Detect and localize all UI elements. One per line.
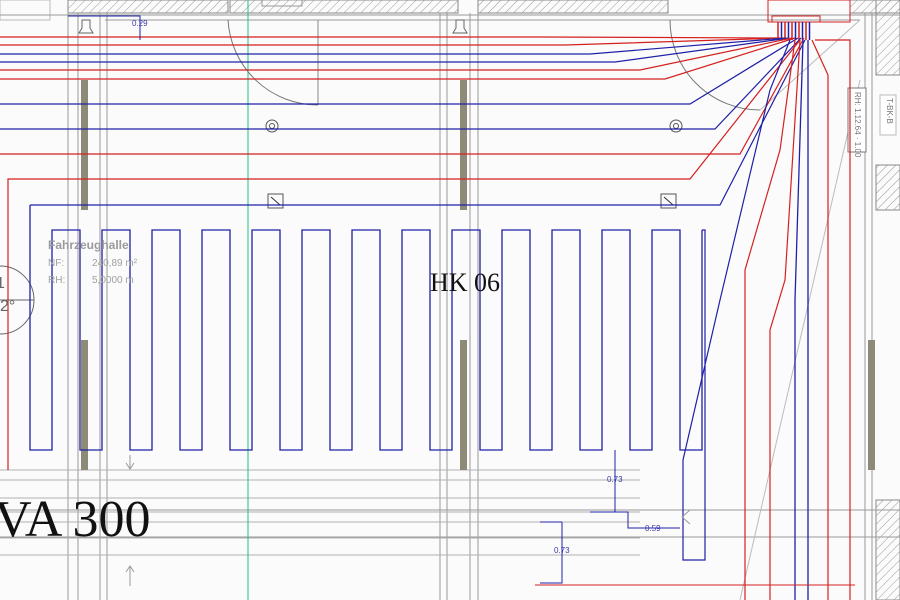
side-label-rh: RH: 1.12.64 · 1.00: [853, 92, 862, 158]
supply-pipe: [0, 37, 805, 155]
column: [460, 80, 467, 210]
return-pipe: [794, 39, 804, 600]
column: [460, 340, 467, 470]
manifold-box: [767, 0, 851, 23]
light-fixture-icon: [265, 119, 279, 133]
arrow-icon: [125, 565, 135, 586]
hatched-wall: [875, 0, 900, 76]
heating-loop-serpentine: [29, 205, 703, 451]
dimension-0-73-upper: 0.73: [607, 475, 623, 484]
door-swing: [669, 19, 761, 111]
supply-pipe: [811, 39, 829, 600]
dimension-line: [68, 15, 141, 40]
room-rh: RH: 5,0000 m: [48, 275, 134, 286]
rh-label: RH:: [48, 275, 66, 286]
column: [81, 80, 88, 210]
manifold-bar: [771, 15, 821, 23]
room-number-label: VA 300: [0, 491, 151, 548]
lamp-icon: [78, 19, 94, 34]
return-pipe: [0, 37, 802, 130]
lamp-icon: [452, 19, 468, 34]
light-fixture-icon: [673, 123, 679, 129]
room-name: Fahrzeughalle: [48, 238, 129, 252]
supply-pipe: [0, 36, 781, 39]
hatched-wall: [67, 0, 229, 14]
hatched-wall: [875, 499, 900, 600]
supply-pipe: [0, 37, 793, 71]
supply-pipe: [744, 39, 796, 600]
window-frame: [261, 0, 303, 7]
heating-circuit-label: HK 06: [430, 268, 501, 297]
return-pipe: [0, 37, 787, 55]
supply-pipe: [815, 39, 851, 600]
column: [868, 340, 875, 470]
label-box: [847, 87, 867, 153]
diagonal-line: [739, 79, 861, 600]
hatched-wall: [229, 0, 459, 14]
hatched-wall: [477, 0, 669, 14]
dimension-0-73-lower: 0.73: [554, 546, 570, 555]
outlet-icon: [663, 196, 674, 206]
wall-opening: [0, 0, 51, 21]
arrow-icon: [681, 509, 691, 525]
dimension-0-59: 0.59: [645, 524, 661, 533]
supply-pipe: [7, 39, 801, 470]
return-pipe: [682, 39, 791, 561]
circle-tag-bottom: 2°: [0, 298, 16, 315]
supply-pipe: [0, 37, 796, 80]
circle-tag-top: 1: [0, 275, 5, 292]
return-pipe: [0, 37, 790, 63]
dimension-line: [615, 511, 680, 529]
outlet-icon: [660, 193, 677, 209]
column: [81, 340, 88, 470]
dimension-line: [540, 522, 563, 584]
label-box: [879, 94, 897, 136]
room-nf: NF: 240,89 m²: [48, 258, 137, 269]
hatched-wall: [875, 164, 900, 211]
dimension-0-29: 0.29: [132, 19, 148, 28]
outlet-icon: [267, 193, 284, 209]
side-label-tag: T-BK-B: [885, 98, 894, 124]
rh-value: 5,0000 m: [92, 275, 134, 286]
outlet-icon: [270, 196, 281, 206]
nf-value: 240,89 m²: [92, 258, 138, 269]
light-fixture-icon: [269, 123, 275, 129]
return-pipe: [0, 37, 799, 105]
arrow-icon: [125, 455, 135, 470]
return-pipe: [30, 39, 806, 206]
supply-pipe: [769, 39, 801, 600]
nf-label: NF:: [48, 258, 65, 269]
supply-pipe: [0, 37, 784, 46]
light-fixture-icon: [669, 119, 683, 133]
